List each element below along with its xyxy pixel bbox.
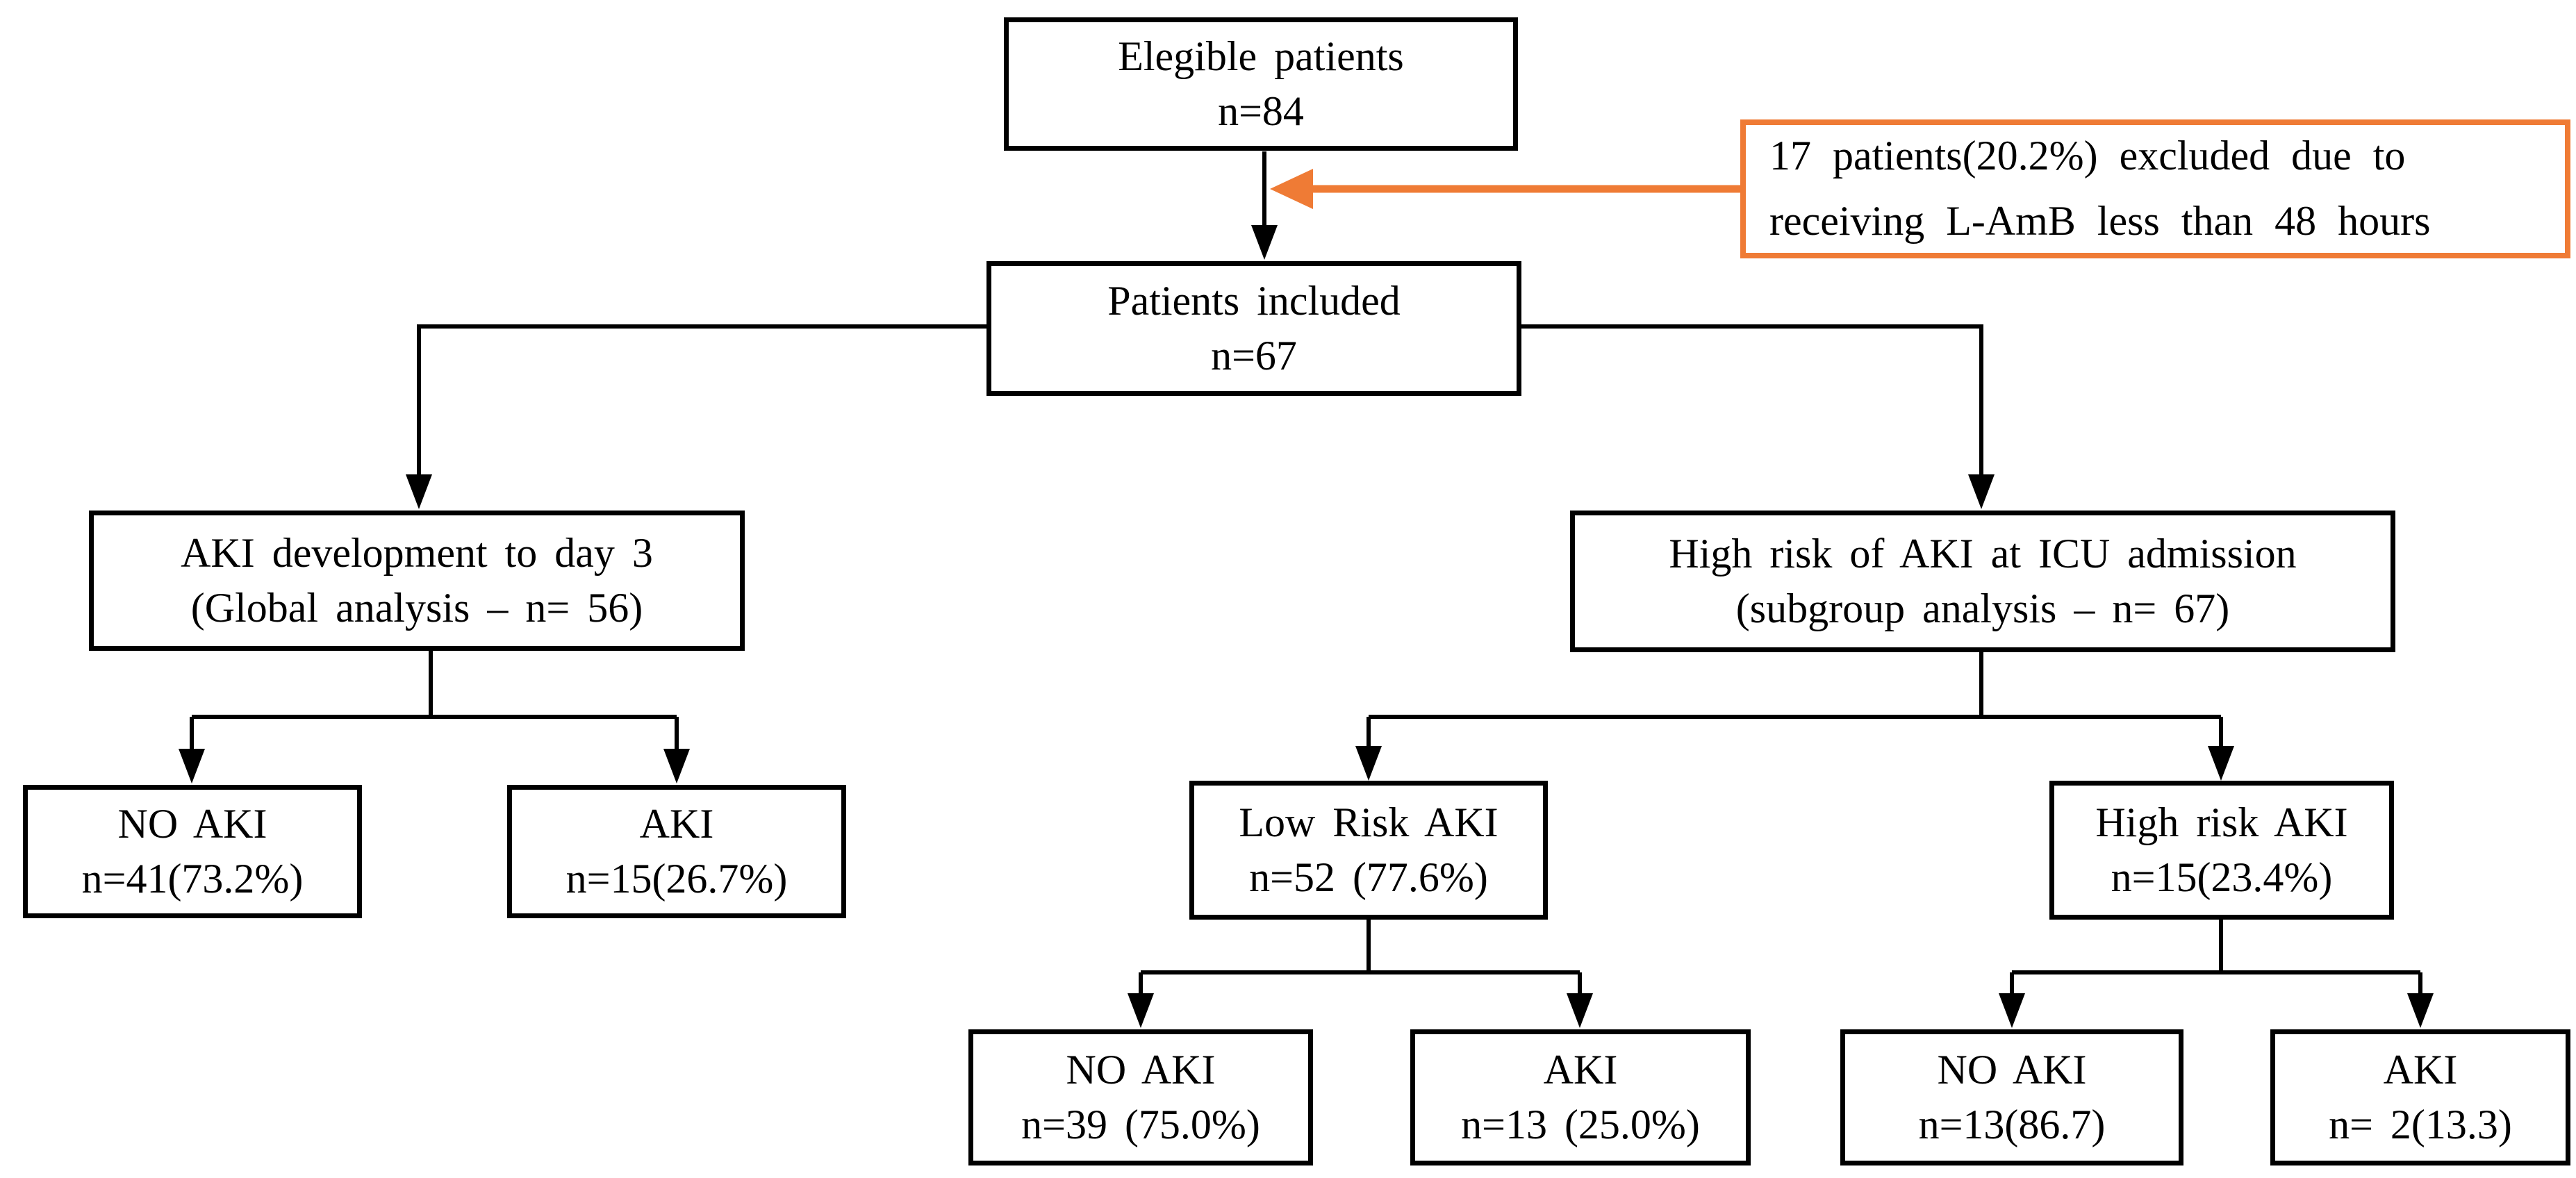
patients-included-count: n=67 [1211,333,1297,379]
lowrisk-no-aki-box: NO AKI n=39 (75.0%) [968,1029,1313,1165]
arrowhead-into-low-risk [1355,746,1382,781]
lowrisk-aki-label: AKI [1543,1046,1618,1093]
highrisk-aki-label: AKI [2383,1046,2458,1093]
lowrisk-aki-box: AKI n=13 (25.0%) [1410,1029,1751,1165]
low-risk-aki-count: n=52 (77.6%) [1249,854,1488,900]
global-analysis-box: AKI development to day 3 (Global analysi… [89,511,745,651]
arrowhead-into-high-risk [2208,746,2234,781]
arrowhead-into-included [1251,225,1278,260]
arrowhead-into-global-no-aki [179,749,205,783]
global-aki-count: n=15(26.7%) [565,856,788,902]
global-no-aki-count: n=41(73.2%) [81,856,304,902]
high-risk-aki-label: High risk AKI [2095,799,2348,845]
arrowhead-into-highrisk-no-aki [1999,993,2025,1028]
global-analysis-count: (Global analysis – n= 56) [190,585,643,631]
subgroup-analysis-label: High risk of AKI at ICU admission [1669,530,2297,576]
eligible-patients-count: n=84 [1218,88,1304,134]
lowrisk-no-aki-count: n=39 (75.0%) [1021,1102,1260,1147]
global-no-aki-box: NO AKI n=41(73.2%) [23,785,362,918]
low-risk-aki-label: Low Risk AKI [1239,799,1498,845]
global-no-aki-label: NO AKI [117,800,267,847]
arrowhead-into-lowrisk-no-aki [1128,993,1154,1028]
arrowhead-into-highrisk-aki [2407,993,2434,1028]
global-aki-box: AKI n=15(26.7%) [507,785,846,918]
low-risk-aki-box: Low Risk AKI n=52 (77.6%) [1189,781,1548,920]
eligible-patients-box: Elegible patients n=84 [1004,17,1518,151]
eligible-patients-label: Elegible patients [1118,33,1404,79]
highrisk-aki-box: AKI n= 2(13.3) [2270,1029,2570,1165]
arrowhead-into-global-aki [663,749,690,783]
high-risk-aki-count: n=15(23.4%) [2111,854,2333,900]
connector-included-subgroup [1521,324,1983,481]
lowrisk-no-aki-label: NO AKI [1066,1046,1216,1093]
highrisk-no-aki-box: NO AKI n=13(86.7) [1840,1029,2183,1165]
arrowhead-excluded-left [1270,169,1313,209]
highrisk-aki-count: n= 2(13.3) [2329,1102,2512,1147]
excluded-patients-box: 17 patients(20.2%) excluded due to recei… [1740,119,2570,258]
high-risk-aki-box: High risk AKI n=15(23.4%) [2049,781,2394,920]
highrisk-no-aki-label: NO AKI [1937,1046,2087,1093]
patients-included-label: Patients included [1107,277,1401,324]
highrisk-no-aki-count: n=13(86.7) [1918,1102,2106,1147]
connector-included-global [417,324,986,481]
arrowhead-into-lowrisk-aki [1567,993,1593,1028]
global-analysis-label: AKI development to day 3 [181,529,653,576]
arrowhead-into-global [406,474,432,509]
global-aki-label: AKI [639,800,714,847]
lowrisk-aki-count: n=13 (25.0%) [1461,1102,1700,1147]
arrowhead-into-subgroup [1968,474,1995,509]
excluded-patients-text-line1: 17 patients(20.2%) excluded due to [1769,133,2406,179]
subgroup-analysis-count: (subgroup analysis – n= 67) [1735,586,2230,631]
patients-included-box: Patients included n=67 [986,261,1521,396]
subgroup-analysis-box: High risk of AKI at ICU admission (subgr… [1570,511,2395,652]
excluded-patients-text-line2: receiving L-AmB less than 48 hours [1769,198,2431,244]
